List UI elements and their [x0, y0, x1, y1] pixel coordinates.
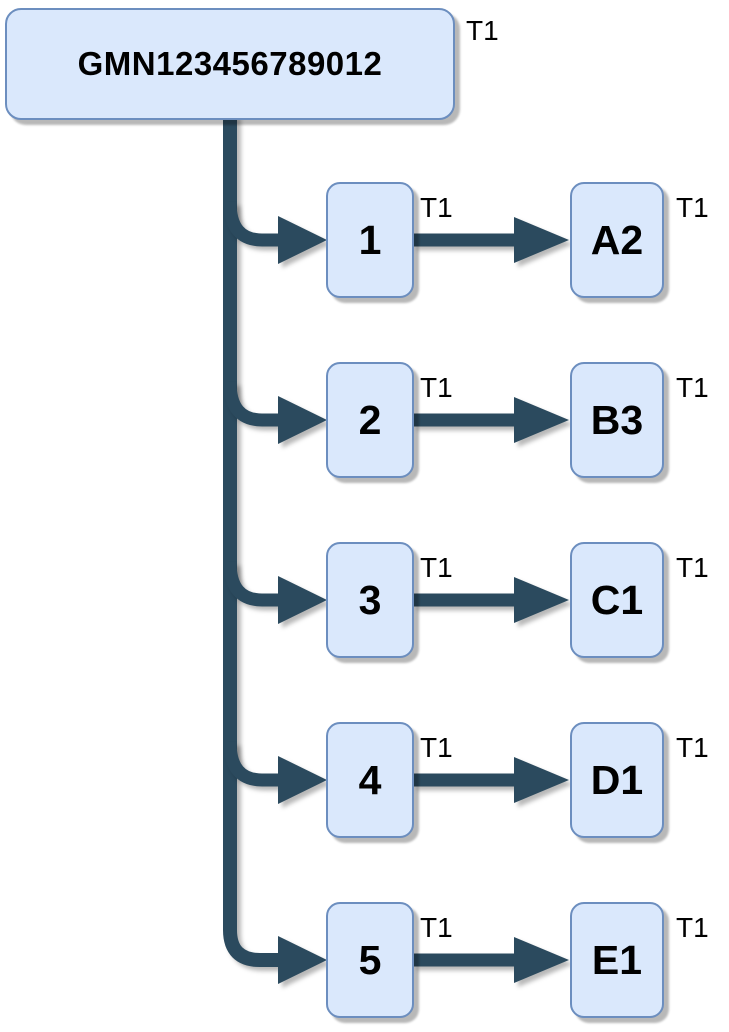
source-node: 4	[326, 722, 414, 838]
target-node-tag: T1	[676, 912, 709, 943]
arrowhead	[278, 936, 327, 984]
target-node: D1	[570, 722, 664, 838]
trunk-line	[223, 114, 281, 967]
arrow-shaft	[223, 741, 281, 787]
trunk-connector	[223, 114, 327, 984]
root-node-label: GMN123456789012	[77, 45, 383, 82]
branch-row-4: 4 T1 D1 T1	[0, 722, 729, 838]
source-node: 3	[326, 542, 414, 658]
target-node-label: C1	[590, 576, 644, 623]
source-node-tag: T1	[420, 732, 453, 763]
source-node-label: 3	[358, 576, 382, 623]
target-node-label: B3	[590, 396, 644, 443]
target-node: A2	[570, 182, 664, 298]
branch-row-3: 3 T1 C1 T1	[0, 542, 729, 658]
link-arrow-3	[413, 577, 569, 623]
link-arrow-1	[413, 217, 569, 263]
branch-arrow-1	[223, 201, 327, 264]
source-node-tag: T1	[420, 192, 453, 223]
target-node: C1	[570, 542, 664, 658]
arrowhead	[514, 397, 569, 443]
arrowhead	[514, 937, 569, 983]
target-node-tag: T1	[676, 192, 709, 223]
source-node: 5	[326, 902, 414, 1018]
source-node: 1	[326, 182, 414, 298]
arrowhead	[278, 396, 327, 444]
target-node-label: A2	[590, 216, 644, 263]
arrow-shaft	[223, 201, 281, 247]
link-arrow-5	[413, 937, 569, 983]
target-node-label: E1	[591, 936, 643, 983]
source-node: 2	[326, 362, 414, 478]
source-node-tag: T1	[420, 552, 453, 583]
target-node: E1	[570, 902, 664, 1018]
arrowhead	[278, 216, 327, 264]
arrowhead	[514, 217, 569, 263]
branch-row-1: 1 T1 A2 T1	[0, 182, 729, 298]
target-node: B3	[570, 362, 664, 478]
arrow-shaft	[223, 561, 281, 607]
arrowhead	[514, 757, 569, 803]
root-node-tag: T1	[466, 15, 499, 46]
branch-arrow-3	[223, 561, 327, 624]
source-node-tag: T1	[420, 912, 453, 943]
target-node-label: D1	[590, 756, 644, 803]
root-node: GMN123456789012	[5, 8, 455, 120]
link-arrow-2	[413, 397, 569, 443]
arrowhead	[278, 756, 327, 804]
branch-arrow-2	[223, 381, 327, 444]
arrowhead	[278, 576, 327, 624]
source-node-label: 1	[358, 216, 382, 263]
branch-row-2: 2 T1 B3 T1	[0, 362, 729, 478]
source-node-label: 2	[358, 396, 382, 443]
target-node-tag: T1	[676, 732, 709, 763]
arrowhead	[514, 577, 569, 623]
branch-arrow-4	[223, 741, 327, 804]
arrow-shaft	[223, 381, 281, 427]
link-arrow-4	[413, 757, 569, 803]
source-node-label: 5	[358, 936, 382, 983]
branch-row-5: 5 T1 E1 T1	[0, 902, 729, 1018]
source-node-label: 4	[358, 756, 382, 803]
target-node-tag: T1	[676, 372, 709, 403]
source-node-tag: T1	[420, 372, 453, 403]
target-node-tag: T1	[676, 552, 709, 583]
